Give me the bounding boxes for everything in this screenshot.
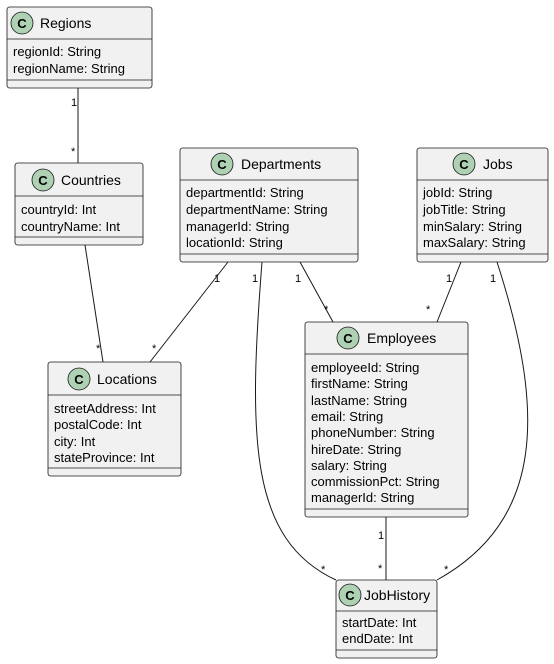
edge-departments-jobhistory [255,261,337,581]
edge-jobs-employees [436,261,462,323]
class-regions[interactable]: C Regions regionId: String regionName: S… [6,6,153,89]
class-jobs[interactable]: C Jobs jobId: String jobTitle: String mi… [416,147,549,263]
class-attribute: countryName: Int [21,219,120,234]
class-attribute: locationId: String [186,235,283,250]
svg-text:C: C [343,331,353,346]
class-attribute: countryId: Int [21,202,97,217]
class-badge-icon [67,367,91,391]
class-locations[interactable]: C Locations streetAddress: Int postalCod… [47,361,182,477]
mult-countries-locations-to: * [96,343,101,355]
class-attribute: startDate: Int [342,615,417,630]
edges [77,88,529,581]
class-attribute: managerId: String [186,219,289,234]
class-attribute: lastName: String [311,393,407,408]
mult-employees-jobhistory-to: * [378,563,383,575]
class-attribute: jobTitle: String [422,202,506,217]
class-attribute: hireDate: String [311,442,401,457]
class-badge-icon [336,326,360,350]
class-badge-icon [10,11,34,35]
mult-departments-jobhistory-to: * [321,564,326,576]
class-attribute: endDate: Int [342,631,413,646]
mult-regions-countries-to: * [71,146,76,158]
svg-text:C: C [17,16,27,31]
class-name: Employees [367,330,436,346]
class-name: Locations [97,371,157,387]
mult-regions-countries-from: 1 [71,97,77,109]
mult-jobs-jobhistory-to: * [444,564,449,576]
mult-jobs-employees-from: 1 [446,273,452,285]
class-attribute: departmentName: String [186,202,328,217]
mult-departments-jobhistory-from: 1 [252,273,258,285]
svg-text:C: C [74,372,84,387]
class-attribute: email: String [311,409,383,424]
class-attribute: minSalary: String [423,219,522,234]
svg-text:C: C [459,157,469,172]
class-badge-icon [210,152,234,176]
mult-employees-jobhistory-from: 1 [378,530,384,542]
edge-departments-employees [299,261,334,323]
mult-departments-employees-to: * [324,304,329,316]
class-attribute: phoneNumber: String [311,425,435,440]
svg-text:C: C [38,173,48,188]
class-countries[interactable]: C Countries countryId: Int countryName: … [14,162,144,246]
mult-departments-locations-from: 1 [214,273,220,285]
svg-text:C: C [345,588,355,603]
mult-departments-employees-from: 1 [295,273,301,285]
class-attribute: regionName: String [13,61,125,76]
class-name: Countries [61,172,121,188]
class-attribute: managerId: String [311,490,414,505]
edge-jobs-jobhistory [436,261,529,581]
class-attribute: departmentId: String [186,185,304,200]
class-departments[interactable]: C Departments departmentId: String depar… [179,147,359,263]
class-attribute: stateProvince: Int [54,450,155,465]
mult-jobs-jobhistory-from: 1 [490,273,496,285]
class-employees[interactable]: C Employees employeeId: String firstName… [304,321,469,518]
mult-departments-locations-to: * [152,343,157,355]
class-attribute: salary: String [311,458,387,473]
class-attribute: commissionPct: String [311,474,440,489]
class-attribute: postalCode: Int [54,417,142,432]
class-attribute: jobId: String [422,185,492,200]
class-badge-icon [452,152,476,176]
class-name: Jobs [483,156,513,172]
class-attribute: firstName: String [311,376,408,391]
class-attribute: employeeId: String [311,360,419,375]
class-attribute: maxSalary: String [423,235,526,250]
edge-countries-locations [84,244,104,363]
class-badge-icon [338,583,362,607]
class-name: Regions [40,15,91,31]
mult-jobs-employees-to: * [426,304,431,316]
class-jobhistory[interactable]: C JobHistory startDate: Int endDate: Int [335,579,438,659]
class-attribute: streetAddress: Int [54,401,156,416]
svg-text:C: C [217,157,227,172]
class-attribute: regionId: String [13,44,101,59]
class-badge-icon [31,168,55,192]
class-attribute: city: Int [54,434,96,449]
edge-departments-locations [149,261,229,363]
class-name: JobHistory [364,587,430,603]
class-name: Departments [241,156,321,172]
